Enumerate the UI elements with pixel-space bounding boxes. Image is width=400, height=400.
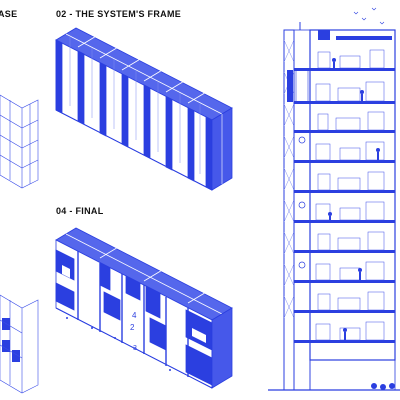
svg-text:2: 2 — [130, 323, 135, 332]
step-01-label: ASE — [0, 9, 18, 19]
stair-core-bracing — [283, 39, 295, 319]
step-04-label: 04 - FINAL — [56, 206, 104, 216]
svg-text:4: 4 — [132, 311, 137, 320]
core-symbols — [298, 136, 306, 269]
interior-furniture — [315, 49, 385, 341]
building-section — [268, 7, 400, 391]
step-01-base-axonometric — [0, 94, 39, 189]
step-02-label: 02 - THE SYSTEM'S FRAME — [56, 9, 182, 19]
people-and-plants — [328, 58, 395, 390]
step-03-partial-axonometric — [0, 294, 39, 394]
floor-slabs — [294, 68, 395, 343]
birds — [353, 7, 385, 25]
svg-text:3: 3 — [133, 345, 137, 352]
step-04-final-axonometric: 4 2 3 — [55, 227, 233, 389]
step-02-frame-axonometric — [55, 27, 233, 191]
